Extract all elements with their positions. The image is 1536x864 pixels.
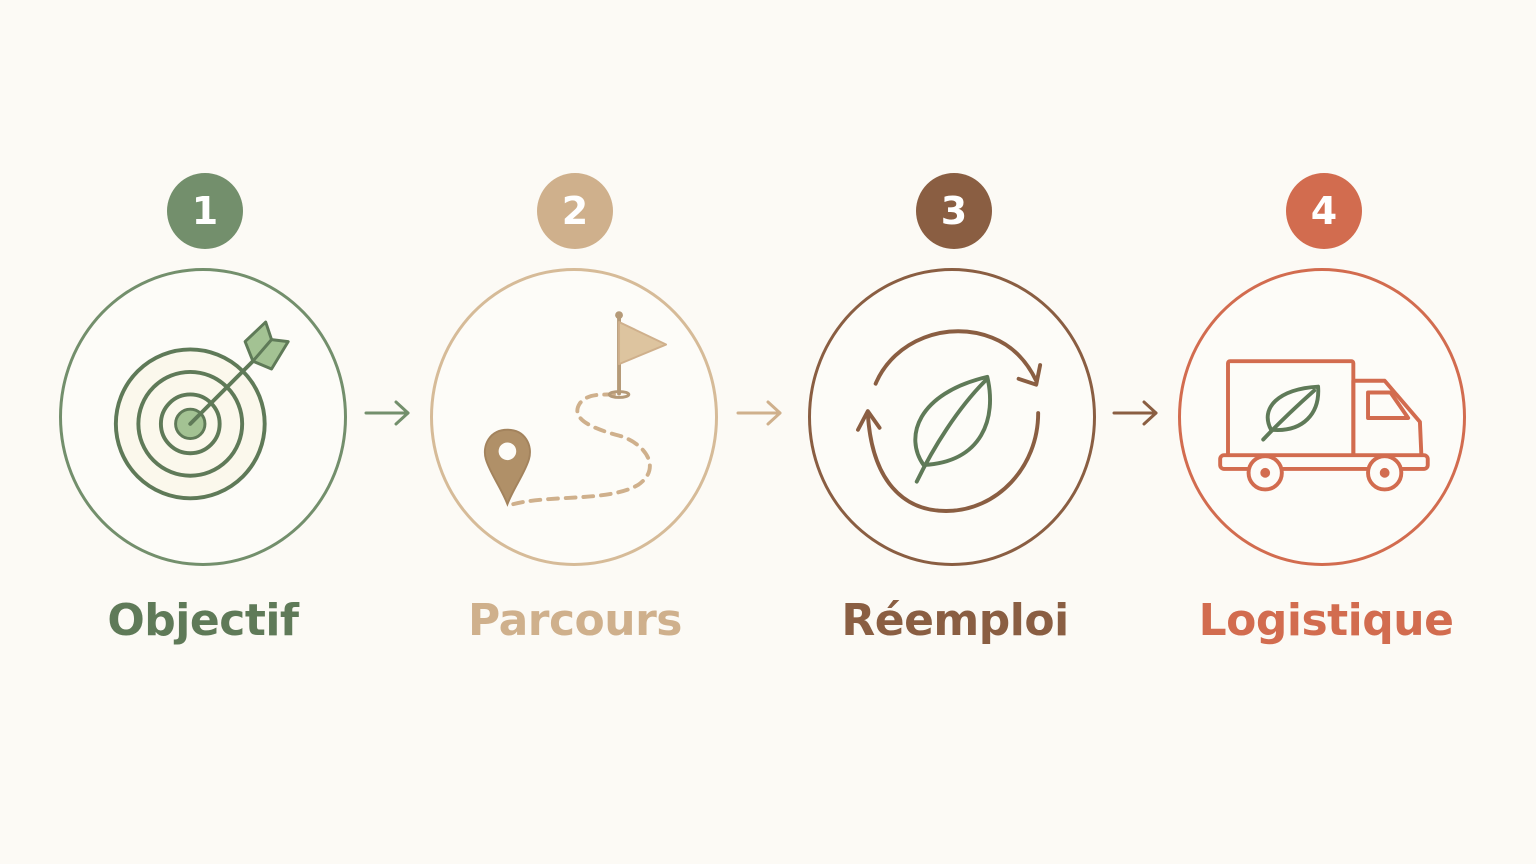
recycle-leaf-icon [856,329,1043,513]
target-arrow-icon [113,320,290,501]
step-2-label: Parcours [468,595,682,646]
step-4-number: 4 [1310,189,1338,233]
step-2-badge: 2 [537,173,613,249]
arrow-right-icon [1112,400,1158,426]
step-4-circle [1178,268,1466,566]
step-1-label: Objectif [107,595,299,646]
step-4-badge: 4 [1286,173,1362,249]
step-4-label: Logistique [1198,595,1454,646]
step-1-badge: 1 [167,173,243,249]
delivery-truck-icon [1218,359,1430,492]
step-2-circle [430,268,718,566]
arrow-right-icon [364,400,410,426]
step-1-number: 1 [191,189,219,233]
step-2-number: 2 [561,189,589,233]
route-flag-icon [483,311,668,507]
arrow-right-icon [736,400,782,426]
step-3-label: Réemploi [841,595,1069,646]
step-3-badge: 3 [916,173,992,249]
step-1-circle [59,268,347,566]
step-3-circle [808,268,1096,566]
step-3-number: 3 [940,189,968,233]
